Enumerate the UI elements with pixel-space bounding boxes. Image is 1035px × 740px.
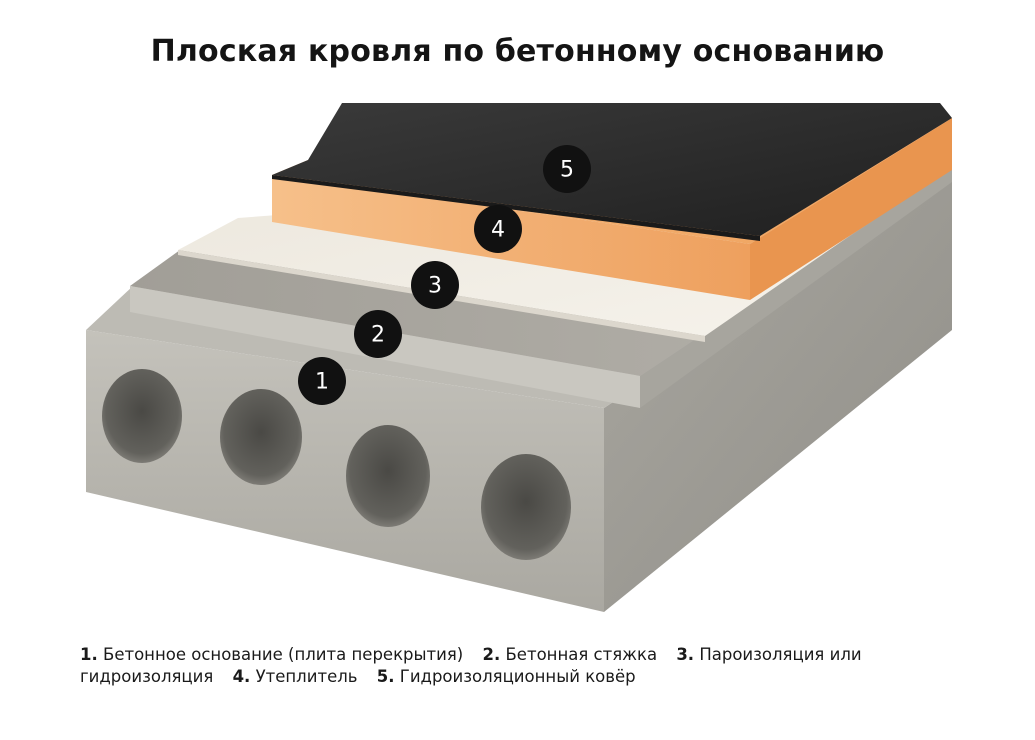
membrane-edge [272, 175, 760, 241]
slab-hollow-core [220, 389, 302, 485]
layer-marker-4: 4 [474, 205, 522, 253]
legend-item-5: 5. Гидроизоляционный ковёр [377, 667, 636, 686]
layer-marker-5: 5 [543, 145, 591, 193]
roof-layers-illustration: 1 2 3 4 5 [86, 103, 952, 612]
legend-label: Пароизоляция или гидроизоляция [80, 645, 862, 686]
page-title: Плоская кровля по бетонному основанию [150, 34, 885, 69]
legend-item-4: 4. Утеплитель [233, 667, 358, 686]
layer-legend: 1. Бетонное основание (плита перекрытия)… [80, 644, 960, 688]
legend-number: 5. [376, 667, 395, 686]
layer-marker-3-label: 3 [428, 274, 442, 299]
legend-label: Утеплитель [255, 667, 358, 686]
layer-marker-1-label: 1 [315, 370, 329, 395]
slab-hollow-core [102, 369, 182, 463]
legend-number: 3. [676, 645, 695, 664]
legend-number: 4. [232, 667, 251, 686]
layer-marker-4-label: 4 [491, 218, 505, 243]
screed-side-face [640, 168, 952, 408]
slab-front-face [86, 330, 604, 612]
slab-hollow-core [346, 425, 430, 527]
membrane-top-face [272, 103, 952, 236]
layer-marker-5-label: 5 [560, 158, 574, 183]
layer-marker-3: 3 [411, 261, 459, 309]
legend-number: 1. [80, 645, 98, 664]
legend-item-3: 3. Пароизоляция или гидроизоляция [80, 645, 862, 686]
legend-label: Бетонная стяжка [505, 645, 658, 664]
slab-side-face [604, 175, 952, 612]
legend-item-2: 2. Бетонная стяжка [482, 645, 657, 664]
legend-item-1: 1. Бетонное основание (плита перекрытия) [80, 645, 463, 664]
legend-number: 2. [482, 645, 501, 664]
slab-hollow-core [481, 454, 571, 560]
layer-marker-2: 2 [354, 310, 402, 358]
layer-waterproofing-membrane [272, 103, 952, 241]
layer-marker-2-label: 2 [371, 323, 385, 348]
legend-label: Гидроизоляционный ковёр [399, 667, 636, 686]
layer-marker-1: 1 [298, 357, 346, 405]
legend-label: Бетонное основание (плита перекрытия) [103, 645, 464, 664]
insulation-side-face [750, 118, 952, 300]
